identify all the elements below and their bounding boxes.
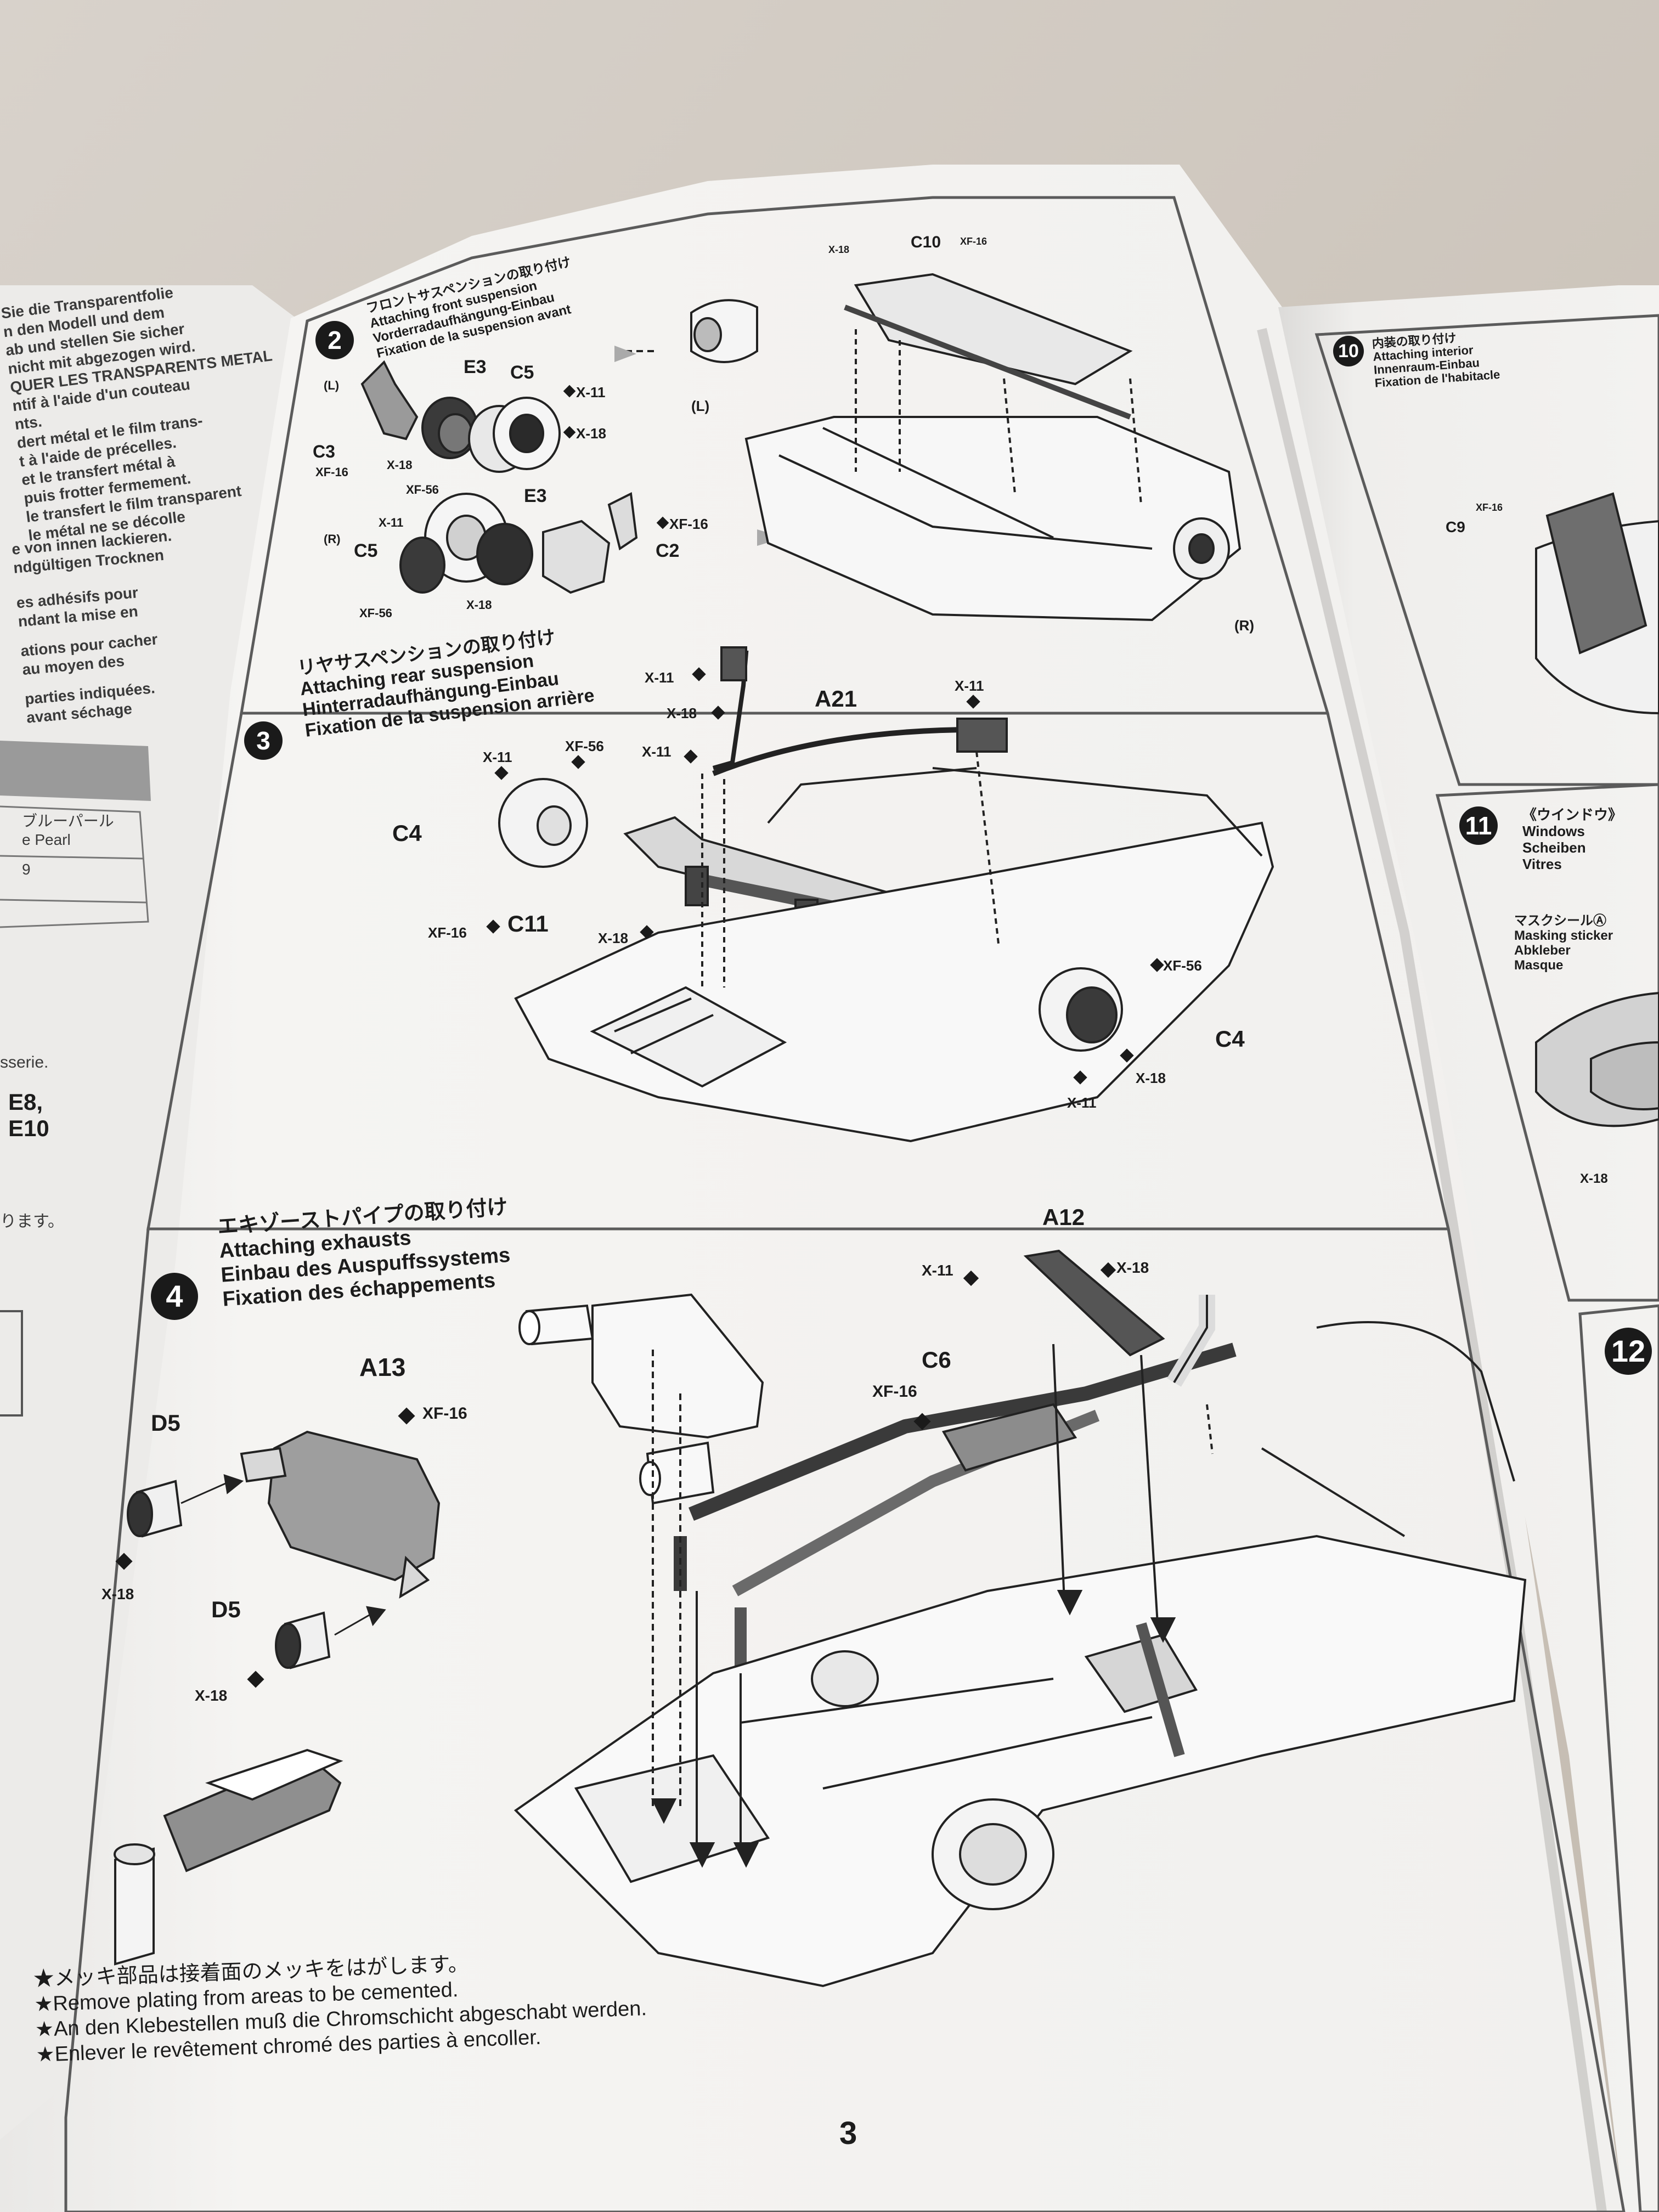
step3-diagram	[498, 646, 1274, 1143]
paint-label: XF-16	[872, 1383, 917, 1401]
step11-caption-de: Scheiben	[1522, 839, 1586, 856]
panel-step12	[1578, 1304, 1659, 2212]
part-label: C4	[392, 820, 422, 846]
paint-label: X-18	[195, 1687, 228, 1704]
paint-label: X-18	[1136, 1070, 1166, 1086]
panel-step11	[1435, 783, 1659, 1302]
step-number-10: 10	[1333, 336, 1364, 366]
step11-captions: 《ウインドウ》 Windows Scheiben Vitres	[1522, 806, 1622, 872]
step11-caption-fr: Vitres	[1522, 856, 1562, 872]
left-page-text-block-1: Sie die Transparentfolie n den Modell un…	[0, 272, 291, 545]
plating-notes: ★メッキ部品は接着面のメッキをはがします。 ★Remove plating fr…	[33, 1945, 648, 2068]
step-number-11: 11	[1459, 806, 1498, 845]
right-page	[1278, 285, 1659, 2212]
paint-label: XF-56	[406, 483, 439, 496]
paint-label: XF-16	[1476, 502, 1503, 513]
step-number-4: 4	[151, 1273, 198, 1320]
step-number-12: 12	[1605, 1328, 1652, 1375]
part-label: A13	[359, 1353, 406, 1381]
panel-step4	[64, 1227, 1626, 2212]
side-label: (L)	[324, 379, 340, 392]
part-label: A12	[1042, 1204, 1085, 1230]
paint-label: X-18	[101, 1585, 134, 1602]
part-label: C2	[656, 540, 680, 561]
left-fragment: e Pearl	[22, 831, 71, 848]
paint-label: X-11	[955, 678, 984, 694]
paint-label: X-18	[1580, 1171, 1608, 1186]
left-color-table: ブルーパール e Pearl 9	[22, 812, 114, 879]
step11-caption-ja: 《ウインドウ》	[1522, 806, 1623, 823]
paint-label: X-18	[387, 458, 413, 472]
part-label: C11	[507, 911, 549, 936]
part-label: C9	[1446, 518, 1465, 535]
part-label: D5	[211, 1596, 241, 1622]
paint-label: X-11	[922, 1262, 953, 1279]
paint-label: X-11	[379, 516, 404, 529]
part-label: E3	[524, 486, 547, 506]
step10-captions: 内装の取り付け Attaching interior Innenraum-Ein…	[1372, 329, 1500, 390]
paint-label: X-18	[466, 598, 492, 612]
left-fragment: E8,	[8, 1089, 43, 1115]
paint-label: X-18	[576, 425, 606, 442]
left-fragment: sserie.	[0, 1053, 49, 1071]
paint-label: XF-56	[359, 606, 392, 620]
paint-label: XF-56	[565, 738, 604, 754]
paint-label: XF-16	[428, 924, 467, 941]
paint-label: X-18	[1116, 1259, 1149, 1276]
paint-label: XF-16	[315, 465, 348, 479]
step4-diagram	[114, 1249, 1527, 1988]
sticker-fr: Masque	[1514, 958, 1564, 973]
paint-label: XF-56	[1163, 957, 1202, 974]
paint-label: X-11	[483, 749, 512, 765]
part-label: C6	[922, 1347, 951, 1373]
paint-label: X-11	[642, 743, 672, 760]
paint-label: XF-16	[960, 236, 988, 247]
part-label: C5	[510, 362, 534, 383]
step2-diagram	[360, 273, 1242, 622]
sticker-ja: マスクシールⒶ	[1514, 913, 1606, 928]
paint-label: X-18	[667, 705, 697, 721]
part-label: D5	[151, 1410, 180, 1436]
sticker-en: Masking sticker	[1514, 928, 1613, 943]
paint-label: X-11	[1067, 1094, 1097, 1111]
step-number-3: 3	[244, 721, 283, 760]
paint-label: X-18	[828, 244, 850, 255]
paint-label: X-11	[576, 384, 606, 400]
left-part-refs: E8, E10	[8, 1089, 49, 1142]
left-fragment: ります。	[0, 1212, 64, 1231]
part-label: E3	[464, 357, 487, 377]
part-label: C3	[313, 442, 335, 461]
left-fragment: ブルーパール	[22, 812, 114, 830]
paint-label: X-11	[645, 669, 674, 686]
side-label: (R)	[1234, 617, 1255, 634]
paint-label: XF-16	[422, 1404, 467, 1423]
masking-sticker-label: マスクシールⒶ Masking sticker Abkleber Masque	[1514, 913, 1613, 973]
step4-captions: エキゾーストパイプの取り付け Attaching exhausts Einbau…	[217, 1195, 514, 1312]
paint-label: XF-16	[669, 516, 708, 532]
step11-caption-en: Windows	[1522, 823, 1585, 839]
part-label: C4	[1215, 1026, 1245, 1052]
left-fragment: E10	[8, 1115, 49, 1141]
part-label: C5	[354, 540, 378, 561]
part-label: A21	[815, 686, 857, 712]
panel-step10	[1314, 314, 1659, 786]
left-fragment: 9	[22, 861, 31, 878]
side-label: (R)	[324, 532, 341, 546]
side-label: (L)	[691, 398, 710, 414]
step-number-2: 2	[315, 321, 354, 359]
left-page-text-block-2: e von innen lackieren. ndgültigen Trockn…	[11, 527, 187, 727]
sticker-de: Abkleber	[1514, 943, 1571, 958]
part-label: C10	[911, 233, 941, 251]
page-number: 3	[839, 2115, 857, 2151]
paint-label: X-18	[598, 930, 628, 946]
